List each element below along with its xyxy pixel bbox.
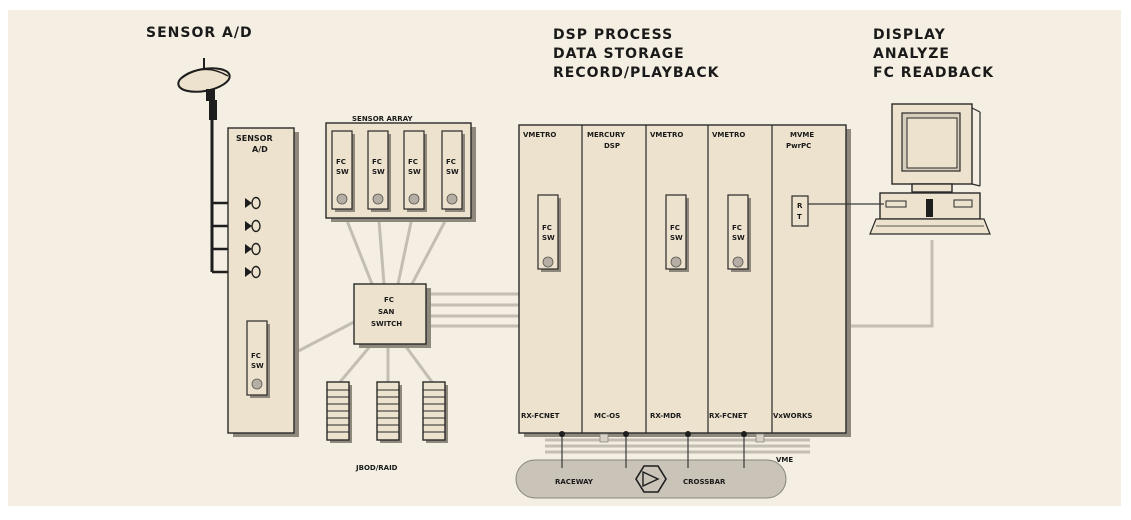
sensor-array-title: SENSOR ARRAY bbox=[352, 115, 413, 123]
cable-jbod-3 bbox=[402, 343, 434, 383]
jbod-raid: JBOD/RAID bbox=[326, 381, 448, 472]
array-card-3-fc: FC bbox=[408, 158, 418, 166]
vme-label: VME bbox=[776, 456, 793, 464]
array-card-4-sw: SW bbox=[446, 168, 459, 176]
sensor-port-2 bbox=[251, 219, 261, 233]
array-card-3: FC SW bbox=[403, 130, 427, 212]
mvme-card-r: R bbox=[797, 202, 803, 210]
sensor-array: SENSOR ARRAY FC SW FC SW FC SW FC SW bbox=[325, 115, 476, 222]
sensor-port-1 bbox=[251, 196, 261, 210]
crossbar-left-label: RACEWAY bbox=[555, 478, 594, 486]
vme-backplane: VME bbox=[545, 433, 810, 464]
slot-4-bottom: RX-FCNET bbox=[709, 412, 748, 420]
slot-1-title: VMETRO bbox=[523, 131, 556, 139]
switch-line-3: SWITCH bbox=[371, 320, 402, 328]
disk-drive-icon bbox=[376, 381, 402, 443]
slot-3-bottom: RX-MDR bbox=[650, 412, 682, 420]
disk-drive-icon bbox=[326, 381, 352, 443]
slot-5-subtitle: PwrPC bbox=[786, 142, 811, 150]
slot-2-bottom: MC-OS bbox=[594, 412, 620, 420]
heading-display-line2: ANALYZE bbox=[873, 46, 950, 62]
switch-line-2: SAN bbox=[378, 308, 394, 316]
satellite-dish-icon bbox=[177, 58, 231, 120]
sensor-card-led bbox=[251, 378, 263, 390]
array-card-3-sw: SW bbox=[408, 168, 421, 176]
sensor-box-title-2: A/D bbox=[252, 145, 268, 154]
sensor-fc-sw-card: FC SW bbox=[246, 320, 270, 398]
mvme-rt-card: R T bbox=[791, 195, 809, 227]
heading-display-line1: DISPLAY bbox=[873, 27, 946, 43]
sensor-box-title-1: SENSOR bbox=[236, 134, 273, 143]
vme-chassis: VMETRO MERCURY DSP VMETRO VMETRO MVME Pw… bbox=[518, 124, 851, 437]
array-card-2: FC SW bbox=[367, 130, 391, 212]
chassis-card-2-sw: SW bbox=[670, 234, 683, 242]
computer-workstation-icon bbox=[869, 103, 991, 235]
chassis-fc-sw-card-3: FC SW bbox=[727, 194, 751, 272]
raceway-crossbar: RACEWAY CROSSBAR bbox=[515, 431, 787, 499]
sensor-card-fc: FC bbox=[251, 352, 261, 360]
heading-sensor: SENSOR A/D bbox=[146, 25, 253, 41]
slot-2-title: MERCURY bbox=[587, 131, 626, 139]
heading-display-line3: FC READBACK bbox=[873, 65, 994, 81]
sensor-port-3 bbox=[251, 242, 261, 256]
slot-5-title: MVME bbox=[790, 131, 814, 139]
chassis-fc-sw-card-2: FC SW bbox=[665, 194, 689, 272]
jbod-label: JBOD/RAID bbox=[355, 464, 398, 472]
crossbar-icon bbox=[635, 465, 667, 493]
slot-3-title: VMETRO bbox=[650, 131, 683, 139]
chassis-card-1-fc: FC bbox=[542, 224, 552, 232]
chassis-card-1-sw: SW bbox=[542, 234, 555, 242]
sensor-card-sw: SW bbox=[251, 362, 264, 370]
chassis-card-2-fc: FC bbox=[670, 224, 680, 232]
disk-drive-icon bbox=[422, 381, 448, 443]
array-card-4-fc: FC bbox=[446, 158, 456, 166]
switch-line-1: FC bbox=[384, 296, 394, 304]
chassis-card-3-sw: SW bbox=[732, 234, 745, 242]
array-card-2-sw: SW bbox=[372, 168, 385, 176]
cable-jbod-1 bbox=[338, 343, 374, 383]
slot-5-bottom: VxWORKS bbox=[773, 412, 812, 420]
heading-dsp-line1: DSP PROCESS bbox=[553, 27, 673, 43]
chassis-fc-sw-card-1: FC SW bbox=[537, 194, 561, 272]
slot-2-subtitle: DSP bbox=[604, 142, 620, 150]
array-card-1-fc: FC bbox=[336, 158, 346, 166]
heading-dsp-line3: RECORD/PLAYBACK bbox=[553, 65, 720, 81]
array-card-2-fc: FC bbox=[372, 158, 382, 166]
crossbar-bar bbox=[515, 459, 787, 499]
slot-4-title: VMETRO bbox=[712, 131, 745, 139]
chassis-card-3-fc: FC bbox=[732, 224, 742, 232]
heading-dsp-line2: DATA STORAGE bbox=[553, 46, 685, 62]
sensor-ad-box: SENSOR A/D FC SW bbox=[227, 127, 299, 437]
array-card-4: FC SW bbox=[441, 130, 465, 212]
sensor-port-4 bbox=[251, 265, 261, 279]
slot-1-bottom: RX-FCNET bbox=[521, 412, 560, 420]
array-card-1-sw: SW bbox=[336, 168, 349, 176]
mvme-card-t: T bbox=[797, 213, 802, 221]
array-card-1: FC SW bbox=[331, 130, 355, 212]
fc-san-switch: FC SAN SWITCH bbox=[353, 283, 431, 348]
crossbar-right-label: CROSSBAR bbox=[683, 478, 726, 486]
